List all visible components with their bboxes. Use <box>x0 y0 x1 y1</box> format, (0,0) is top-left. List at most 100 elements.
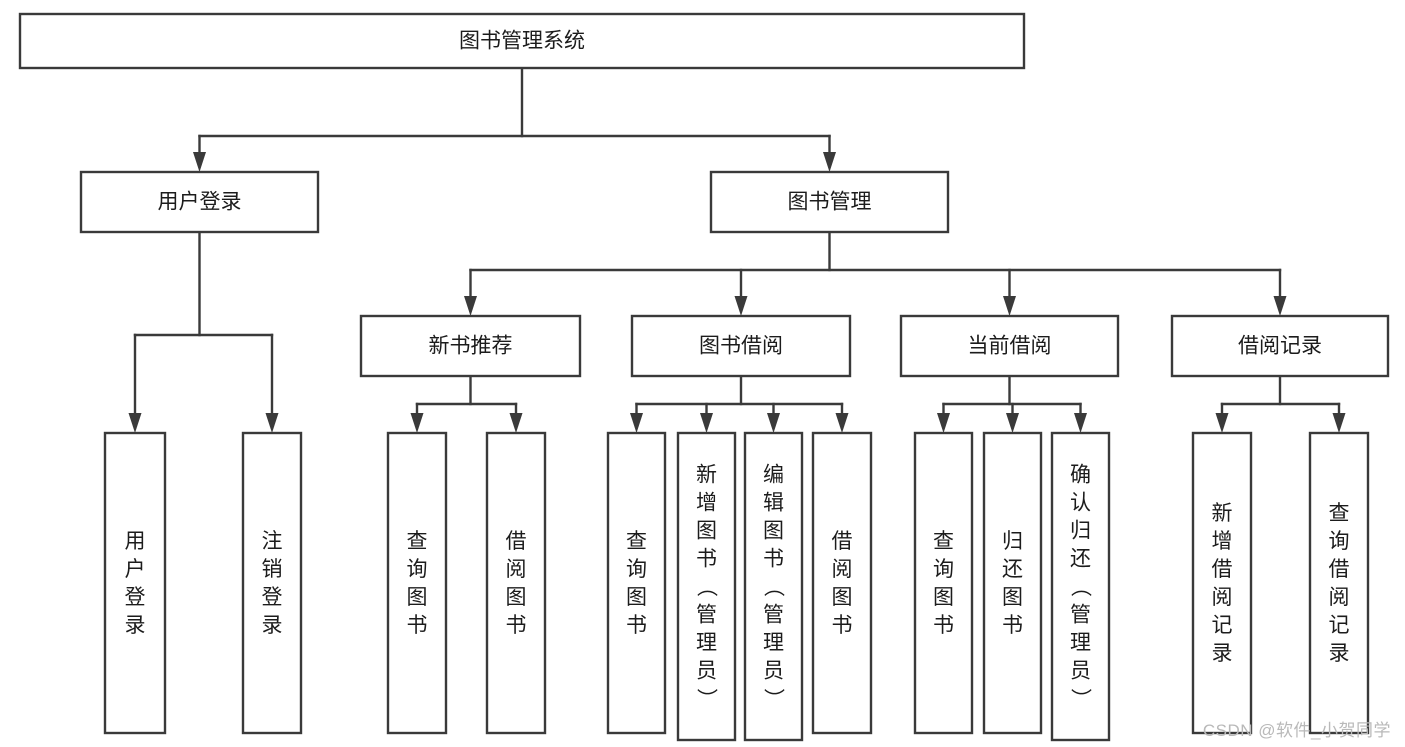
node-label-leaf-add-book-char-8: ） <box>695 688 718 709</box>
node-label-user-login: 用户登录 <box>158 191 242 214</box>
node-label-leaf-borrow-book-1-char-2: 图 <box>506 586 527 609</box>
node-current-borrow[interactable]: 当前借阅 <box>899 314 1120 378</box>
arrowhead-current-borrow <box>1003 296 1016 316</box>
node-label-leaf-return-book-char-2: 图 <box>1002 586 1023 609</box>
node-label-leaf-query-book-1-char-1: 询 <box>407 558 428 581</box>
node-box-leaf-add-book <box>676 431 737 742</box>
connector-group-root <box>193 66 836 172</box>
connector-group-book-borrow <box>630 374 849 433</box>
arrowhead-book-borrow <box>734 296 748 316</box>
arrowhead-leaf-edit-book <box>767 413 780 433</box>
node-label-leaf-user-login-char-3: 录 <box>125 614 146 637</box>
node-label-leaf-query-book-3-char-3: 书 <box>933 614 954 637</box>
node-box-book-borrow <box>630 314 852 378</box>
node-box-root <box>18 12 1026 70</box>
node-label-leaf-add-book-char-4: （ <box>695 576 718 597</box>
node-label-leaf-borrow-book-2-char-0: 借 <box>832 530 853 553</box>
node-label-leaf-logout-char-1: 销 <box>262 558 283 581</box>
node-user-login[interactable]: 用户登录 <box>79 170 320 234</box>
node-label-leaf-query-book-2-char-2: 图 <box>626 586 647 609</box>
node-label-leaf-confirm-return-char-5: 管 <box>1070 604 1091 627</box>
node-label-leaf-query-record-char-3: 阅 <box>1329 586 1350 609</box>
node-box-leaf-borrow-book-1 <box>485 431 547 735</box>
node-label-leaf-confirm-return-char-0: 确 <box>1070 464 1091 487</box>
node-label-leaf-confirm-return-char-1: 认 <box>1070 492 1091 515</box>
node-book-borrow[interactable]: 图书借阅 <box>630 314 852 378</box>
node-label-leaf-add-record-char-1: 增 <box>1212 530 1233 553</box>
node-root[interactable]: 图书管理系统 <box>18 12 1026 70</box>
node-box-leaf-return-book <box>982 431 1043 735</box>
connector-group-user-login <box>128 230 279 433</box>
node-label-leaf-edit-book-char-6: 理 <box>763 632 784 655</box>
node-leaf-user-login[interactable]: 用户登录 <box>103 431 167 735</box>
node-box-borrow-record <box>1170 314 1390 378</box>
node-new-book-rec[interactable]: 新书推荐 <box>359 314 582 378</box>
node-box-leaf-query-record <box>1308 431 1370 735</box>
node-label-leaf-confirm-return-char-3: 还 <box>1070 548 1091 571</box>
arrowhead-leaf-borrow-book-2 <box>835 413 849 433</box>
node-borrow-record[interactable]: 借阅记录 <box>1170 314 1390 378</box>
node-label-leaf-user-login-char-0: 用 <box>125 530 146 553</box>
node-box-leaf-logout <box>241 431 303 735</box>
node-label-leaf-return-book-char-1: 还 <box>1002 558 1023 581</box>
node-label-leaf-confirm-return-char-4: （ <box>1069 576 1092 597</box>
node-label-leaf-return-book-char-3: 书 <box>1002 614 1023 637</box>
connector-group-borrow-record <box>1215 374 1346 433</box>
connector-group-new-book-rec <box>410 374 523 433</box>
node-label-leaf-query-book-3-char-0: 查 <box>933 530 954 553</box>
node-label-leaf-query-book-1-char-3: 书 <box>407 614 428 637</box>
node-box-book-manage <box>709 170 950 234</box>
node-box-leaf-query-book-3 <box>913 431 974 735</box>
node-label-leaf-query-book-2-char-3: 书 <box>626 614 647 637</box>
node-label-leaf-add-record-char-3: 阅 <box>1212 586 1233 609</box>
node-label-leaf-borrow-book-2-char-3: 书 <box>832 614 853 637</box>
node-label-leaf-query-record-char-0: 查 <box>1329 502 1350 525</box>
node-label-leaf-query-book-1-char-0: 查 <box>407 530 428 553</box>
node-label-root: 图书管理系统 <box>459 30 585 53</box>
arrowhead-leaf-query-book-3 <box>937 413 950 433</box>
node-box-new-book-rec <box>359 314 582 378</box>
connector-group-current-borrow <box>937 374 1087 433</box>
node-label-leaf-add-record-char-2: 借 <box>1212 558 1233 581</box>
node-label-leaf-query-book-3-char-2: 图 <box>933 586 954 609</box>
connector-group-book-manage <box>464 230 1287 316</box>
node-label-book-borrow: 图书借阅 <box>699 335 783 358</box>
arrowhead-book-manage <box>823 152 836 172</box>
arrowhead-leaf-borrow-book-1 <box>509 413 523 433</box>
node-label-leaf-edit-book-char-8: ） <box>762 688 785 709</box>
node-label-leaf-borrow-book-2-char-2: 图 <box>832 586 853 609</box>
arrowhead-leaf-return-book <box>1006 413 1019 433</box>
arrowhead-leaf-query-book-2 <box>630 413 643 433</box>
node-label-leaf-query-book-2-char-0: 查 <box>626 530 647 553</box>
arrowhead-leaf-user-login <box>128 413 142 433</box>
node-box-leaf-confirm-return <box>1050 431 1111 742</box>
node-label-leaf-confirm-return-char-6: 理 <box>1070 632 1091 655</box>
node-box-current-borrow <box>899 314 1120 378</box>
node-label-leaf-query-book-2-char-1: 询 <box>626 558 647 581</box>
node-book-manage[interactable]: 图书管理 <box>709 170 950 234</box>
node-label-leaf-add-record-char-5: 录 <box>1212 642 1233 665</box>
node-label-leaf-add-book-char-1: 增 <box>696 492 717 515</box>
node-label-leaf-query-record-char-5: 录 <box>1329 642 1350 665</box>
arrowhead-borrow-record <box>1273 296 1287 316</box>
node-box-leaf-user-login <box>103 431 167 735</box>
node-box-leaf-borrow-book-2 <box>811 431 873 735</box>
node-label-leaf-logout-char-3: 录 <box>262 614 283 637</box>
node-label-leaf-add-record-char-4: 记 <box>1212 614 1233 637</box>
node-label-leaf-query-book-3-char-1: 询 <box>933 558 954 581</box>
node-label-leaf-add-book-char-0: 新 <box>696 464 717 487</box>
node-label-leaf-query-book-1-char-2: 图 <box>407 586 428 609</box>
